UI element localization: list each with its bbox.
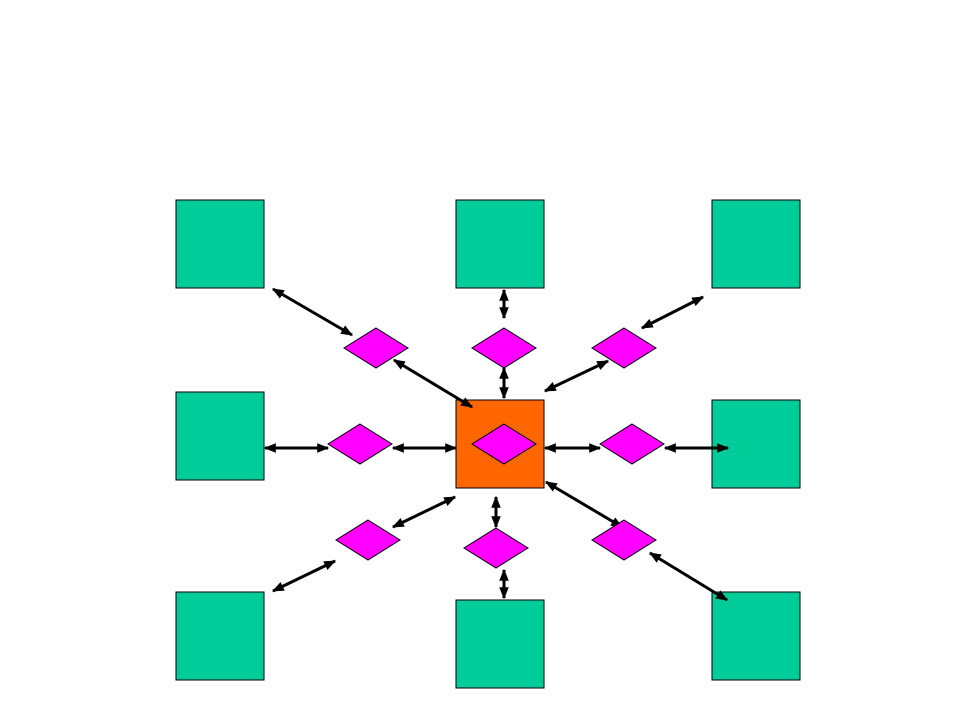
outer-box-top-center <box>455 199 545 289</box>
arrow-top-left-outer <box>271 287 354 337</box>
outer-box-middle-left <box>175 391 265 481</box>
outer-box-top-right <box>711 199 801 289</box>
connector-middle-left <box>327 423 393 465</box>
arrow-top-right-inner <box>543 359 610 393</box>
arrow-bottom-right-inner <box>544 480 624 529</box>
outer-box-middle-right <box>711 399 801 489</box>
outer-box-bottom-center <box>455 599 545 689</box>
connector-center <box>471 423 537 465</box>
connector-top-right <box>591 327 657 369</box>
connector-bottom-left <box>335 519 401 561</box>
connection-arrows <box>263 287 730 602</box>
outer-box-bottom-right <box>711 591 801 681</box>
arrow-top-right-outer <box>640 295 705 330</box>
connector-nodes <box>327 327 665 569</box>
outer-box-bottom-left <box>175 591 265 681</box>
connector-middle-right <box>599 423 665 465</box>
arrow-bottom-right-outer <box>648 551 729 602</box>
arrow-bottom-left-inner <box>391 495 457 529</box>
connector-bottom-right <box>591 519 657 561</box>
connector-top-center <box>471 327 537 369</box>
outer-box-top-left <box>175 199 265 289</box>
connector-bottom-center <box>463 527 529 569</box>
arrow-top-left-inner <box>392 358 474 409</box>
connector-top-left <box>343 327 409 369</box>
arrow-bottom-left-outer <box>271 559 337 593</box>
